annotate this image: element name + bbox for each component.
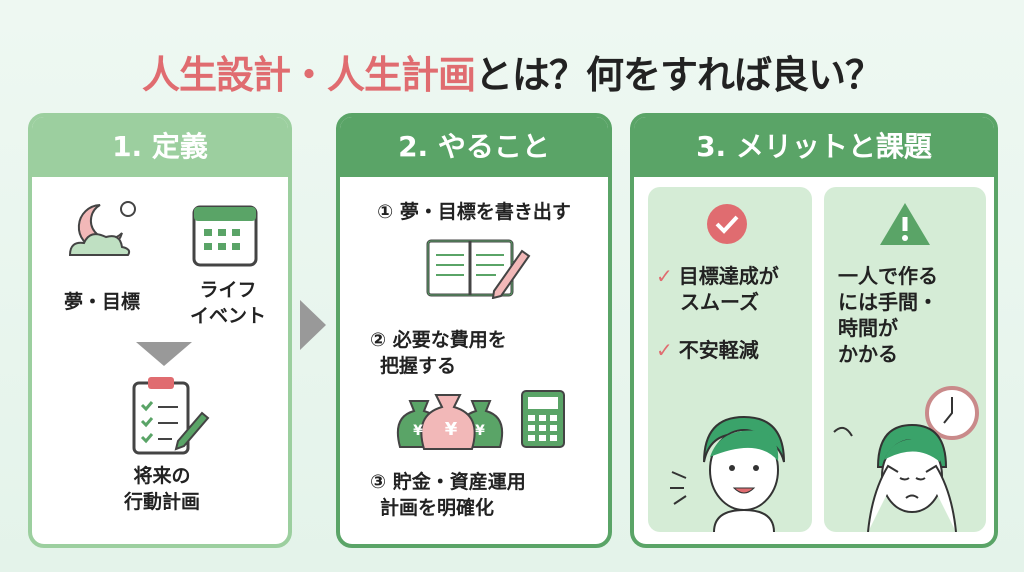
panel-header: 1. 定義 [32,117,288,177]
calendar-icon [192,205,258,267]
title-rest: とは？何をすれば良い？ [475,53,883,97]
notebook-pen-icon [426,239,531,299]
merit-1: 目標達成が [678,264,779,288]
dream-label: 夢・目標 [63,291,140,313]
merit-card: ✓目標達成がスムーズ ✓不安軽減 [648,187,812,532]
issue-line-4: かかる [838,342,898,366]
check-icon: ✓ [656,338,673,362]
title-highlight: 人生設計・人生計画 [141,53,476,97]
panel-merits-issues: 3. メリットと課題 ✓目標達成がスムーズ ✓不安軽減 一人で作るには手間・時間… [630,113,998,548]
panel-definition: 1. 定義 夢・目標 ライフイベント 将来の行動計画 [28,113,292,548]
step-2: ② 必要な費用を [370,329,507,351]
panel-header: 2. やること [340,117,608,177]
clock-icon [925,386,979,440]
step-1: ① 夢・目標を書き出す [377,201,571,223]
plan-label-2: 行動計画 [123,491,200,513]
stressed-woman-illustration [833,423,957,532]
warning-icon [880,203,930,245]
yen-symbol: ¥ [413,423,423,439]
plan-label: 将来の [133,465,191,487]
merit-1-line2: スムーズ [680,290,759,314]
merit-2: 不安軽減 [678,338,759,362]
issue-line-2: には手間・ [838,290,938,314]
page-title: 人生設計・人生計画とは？何をすれば良い？ [0,44,1024,99]
yen-symbol: ¥ [445,419,458,440]
life-event-label: ライフ [199,279,257,301]
clipboard-icon [132,377,210,455]
money-bags-icon: ¥ ¥ ¥ [396,394,504,450]
panel-todo: 2. やること ① 夢・目標を書き出す ② 必要な費用を把握する ¥ ¥ ¥ ③ … [336,113,612,548]
life-event-label-2: イベント [189,305,266,327]
issue-line-1: 一人で作る [838,264,938,288]
step-3-line2: 計画を明確化 [380,497,495,519]
check-icon: ✓ [656,264,673,288]
moon-cloud-icon [68,201,136,256]
yen-symbol: ¥ [475,423,485,439]
check-circle-icon [707,204,747,244]
issue-card: 一人で作るには手間・時間がかかる [824,187,986,532]
happy-woman-illustration [670,415,785,532]
step-2-line2: 把握する [380,355,457,377]
calculator-icon [521,390,565,448]
issue-line-3: 時間が [838,316,898,340]
panel-header: 3. メリットと課題 [634,117,994,177]
down-arrow-icon [136,342,192,366]
step-3: ③ 貯金・資産運用 [370,471,526,493]
right-arrow-icon [300,300,326,350]
